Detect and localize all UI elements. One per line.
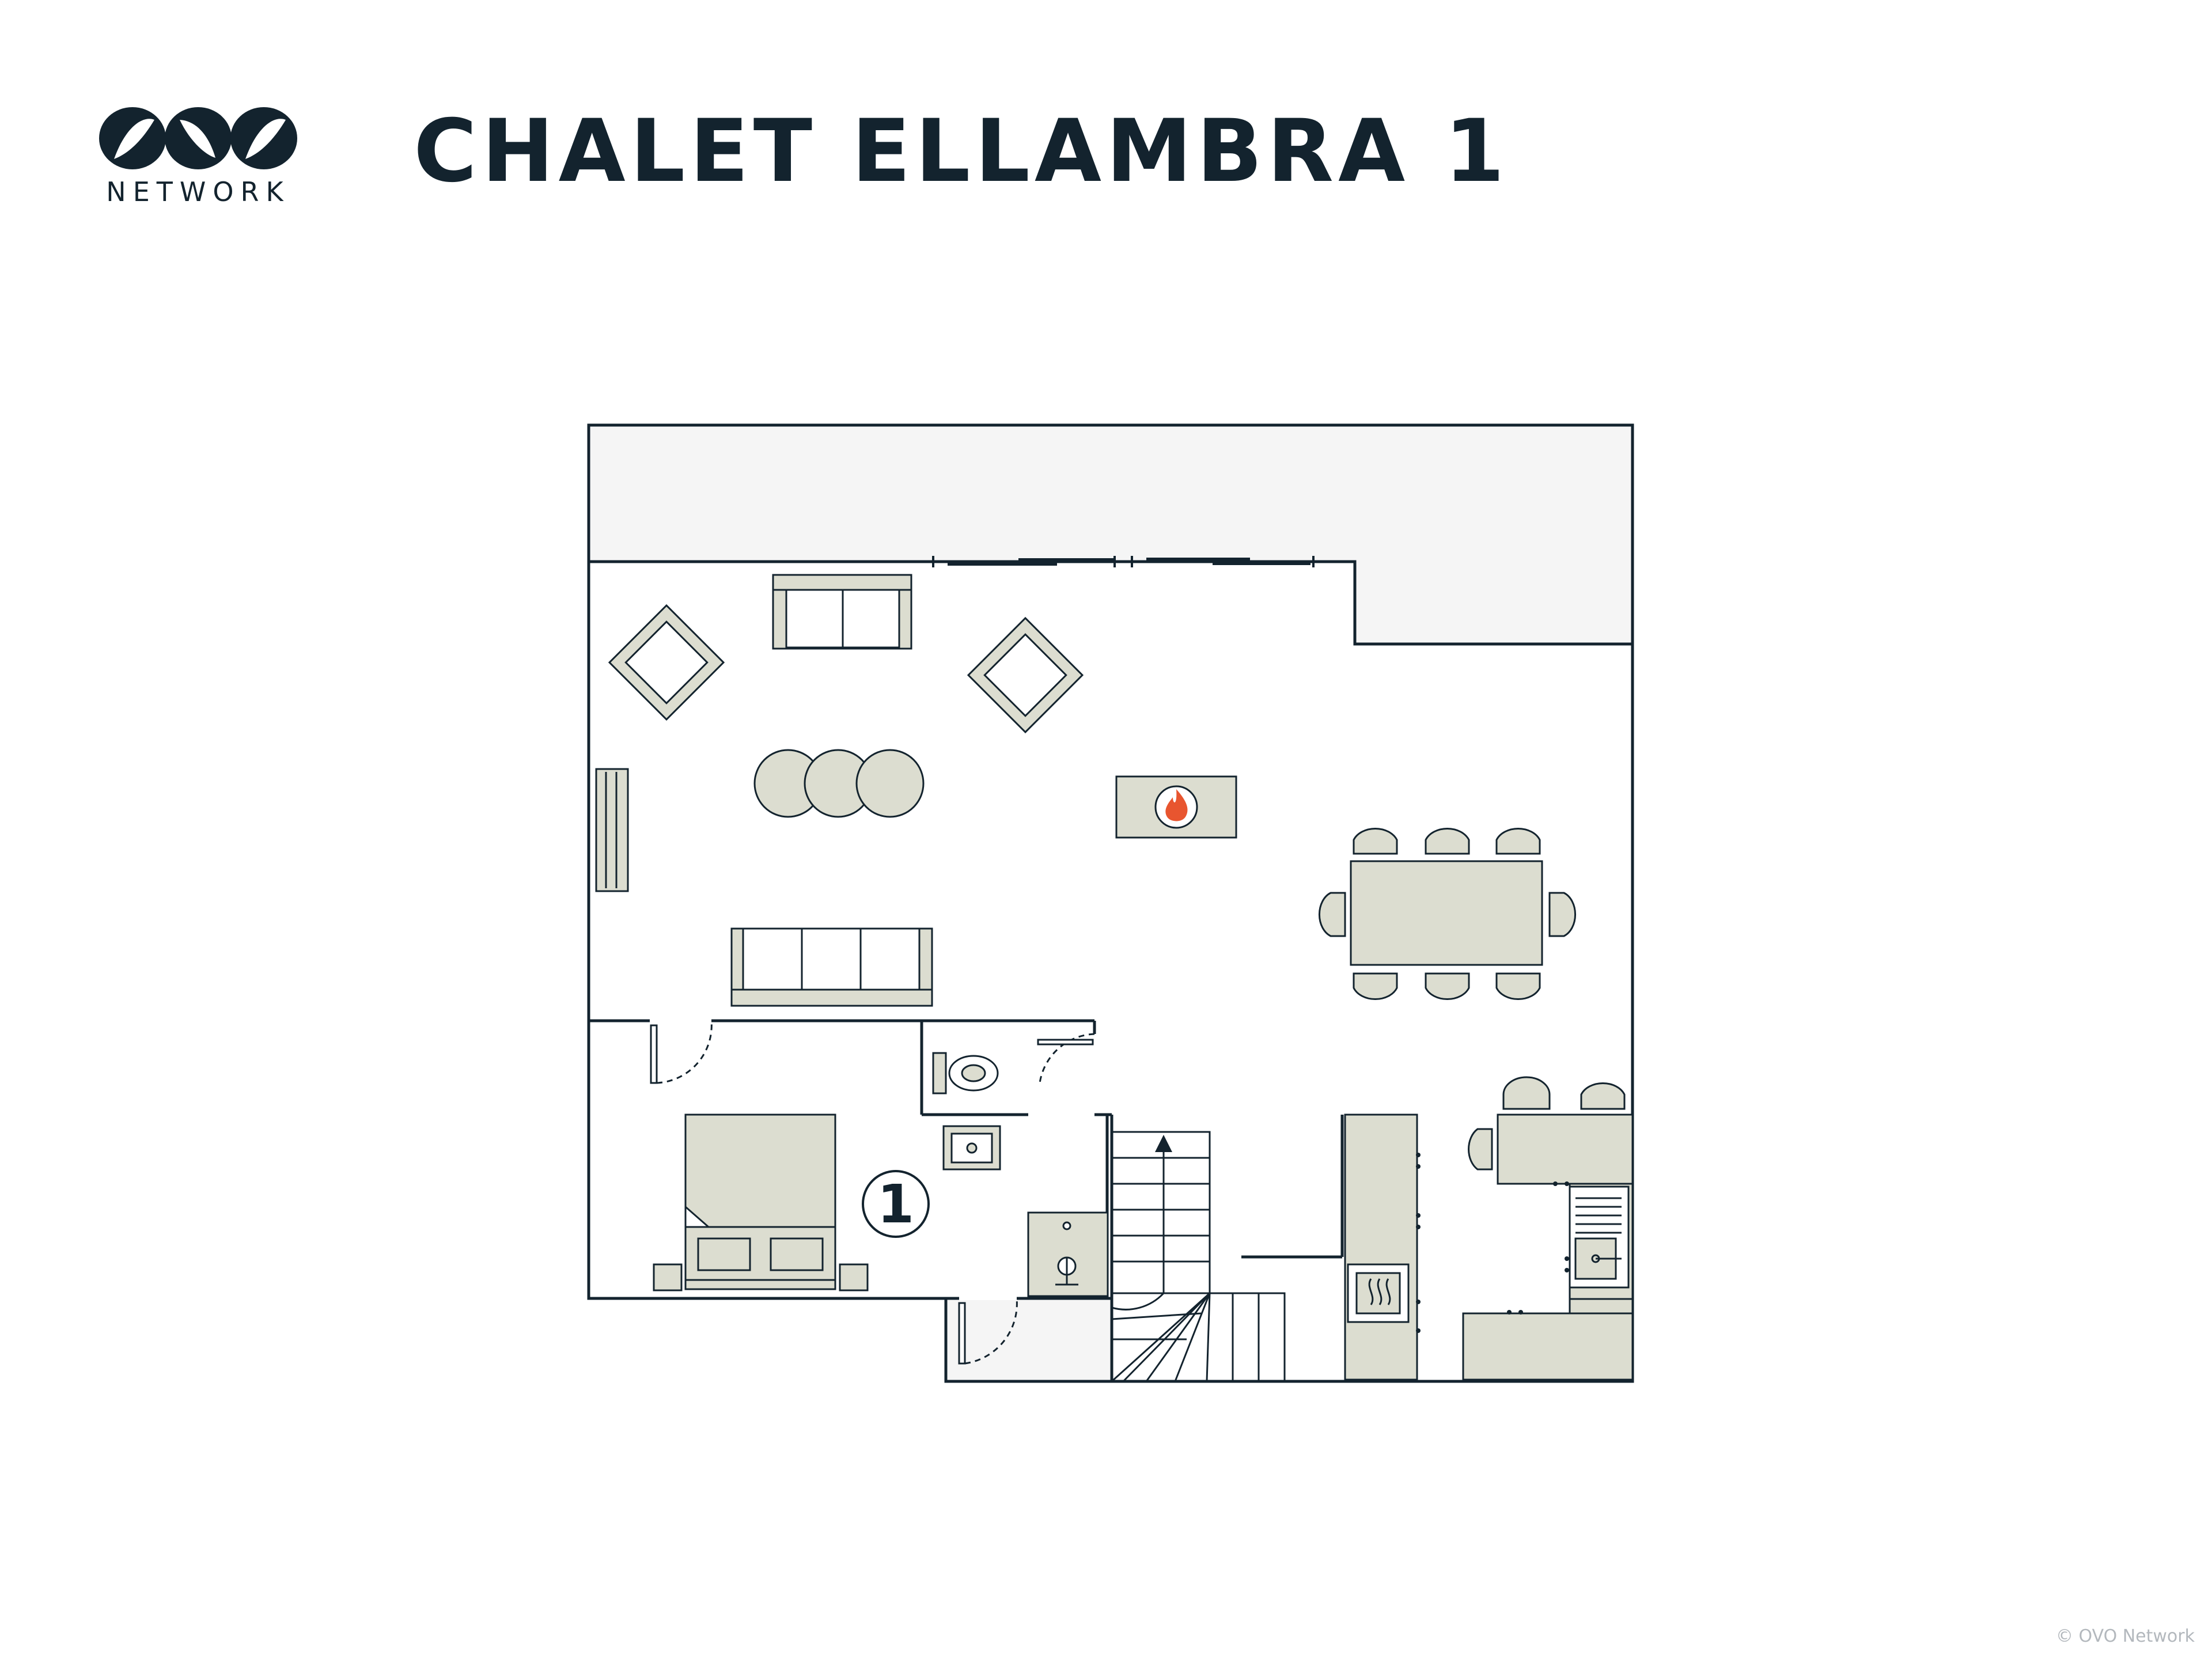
armchair-right (967, 616, 1084, 734)
entrance-area (948, 1300, 1110, 1380)
ovo-logo-icon (99, 107, 297, 169)
logo-text: NETWORK (106, 176, 290, 207)
bar-stool (1468, 1128, 1493, 1171)
room-number: 1 (877, 1173, 914, 1235)
stairs-up-arrow-icon (1155, 1135, 1172, 1152)
sliding-doors (932, 556, 1315, 567)
terrace (587, 423, 1634, 646)
bed (653, 1113, 869, 1291)
wc (932, 1052, 999, 1094)
sofa-top (772, 574, 912, 650)
chairs-top (1353, 828, 1541, 855)
room-number-badge: 1 (862, 1170, 930, 1238)
kitchen-handles (1416, 1153, 1569, 1333)
chair-right (1548, 892, 1576, 937)
chairs-bottom (1353, 972, 1541, 1000)
armchair-left (608, 604, 725, 721)
kitchen-counter-right (1497, 1113, 1634, 1185)
dining-set (1319, 828, 1576, 1000)
living-furniture (595, 574, 1237, 1007)
sofa-bottom (730, 927, 933, 1007)
bar-stool (1580, 1082, 1626, 1110)
coffee-table (855, 749, 925, 818)
kitchen (1344, 1076, 1634, 1381)
bar-stool (1502, 1076, 1551, 1110)
page-title: CHALET ELLAMBRA 1 (414, 101, 1509, 202)
microwave-icon (1368, 1278, 1391, 1305)
ovo-network-logo: NETWORK (97, 104, 300, 213)
dining-table (1350, 860, 1543, 966)
staircase (1111, 1131, 1286, 1382)
bathroom-fixtures (942, 1125, 1109, 1297)
chair-left (1319, 892, 1346, 937)
copyright-notice: © OVO Network (2055, 1626, 2195, 1646)
bedroom-door (650, 1024, 658, 1084)
entrance-door (958, 1302, 966, 1365)
kitchen-counter-left (1344, 1113, 1418, 1381)
wall-radiator (595, 768, 629, 892)
fireplace-icon (1154, 785, 1198, 829)
